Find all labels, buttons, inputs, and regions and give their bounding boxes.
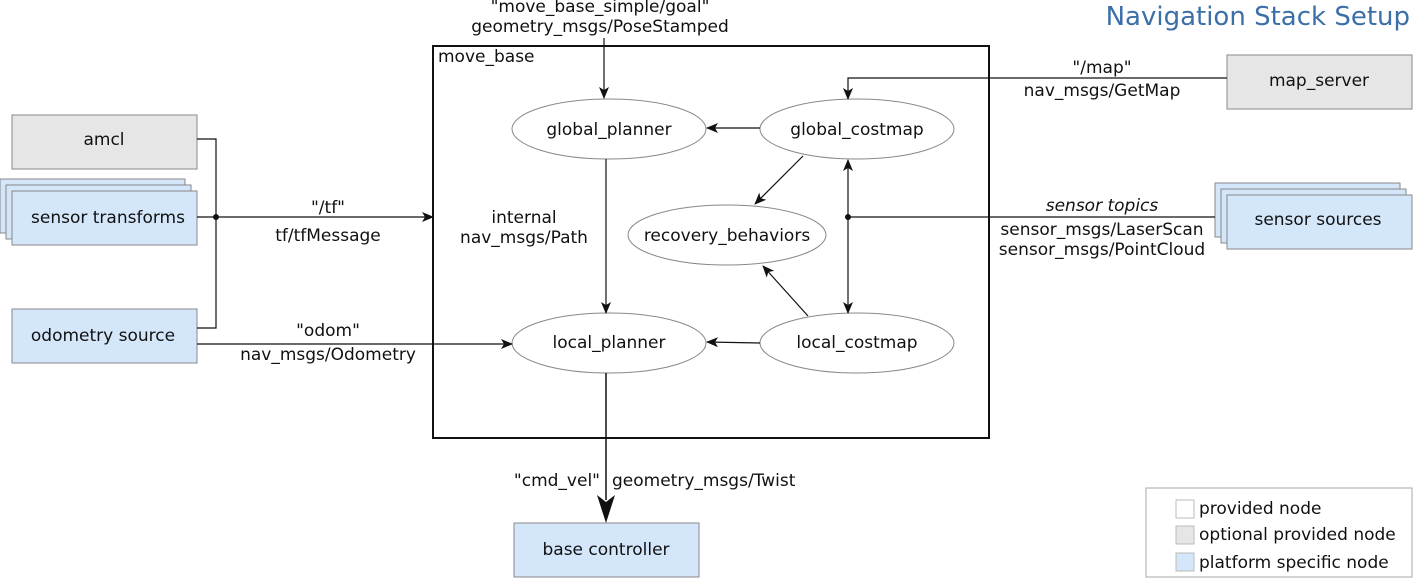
laserscan-label: sensor_msgs/LaserScan [1000,220,1203,240]
base-controller-node [513,522,700,578]
internal-label: internal [491,208,556,228]
sensor-topics-label: sensor topics [1046,196,1159,216]
local-costmap-to-planner-edge [706,337,761,348]
local-costmap-label: local_costmap [796,333,917,353]
sensor-transforms-node: sensor transforms [0,178,198,246]
amcl-node [11,114,198,170]
recovery-behaviors-label: recovery_behaviors [644,226,811,246]
path-type-label: nav_msgs/Path [460,228,588,248]
base-controller-label: base controller [542,540,669,560]
twist-label: geometry_msgs/Twist [612,471,796,491]
tf-topic-label: "/tf" [311,198,345,218]
map-server-label: map_server [1269,71,1369,91]
amcl-label: amcl [83,130,124,150]
odom-topic-label: "odom" [296,321,360,341]
cmd-vel-arrowhead [597,495,615,523]
legend-provided-swatch [1175,499,1195,519]
move-base-container [432,45,990,439]
map-topic-label: "/map" [1072,58,1131,78]
local-planner-label: local_planner [552,333,665,353]
global-costmap-label: global_costmap [790,120,923,140]
goal-type-label: geometry_msgs/PoseStamped [471,17,729,37]
legend-provided-label: provided node [1199,499,1321,519]
odom-type-label: nav_msgs/Odometry [240,345,416,365]
diagram-title: Navigation Stack Setup [1106,2,1410,32]
recovery-behaviors-node [627,204,827,266]
global-costmap-node [759,98,955,160]
legend-platform-label: platform specific node [1199,553,1389,573]
global-costmap-to-recovery-edge [754,155,804,205]
goal-topic-label: "move_base_simple/goal" [491,0,710,17]
local-costmap-to-recovery-edge [762,265,809,317]
cmd-vel-label: "cmd_vel" [514,471,600,491]
map-server-node [1226,54,1413,110]
left-bus [197,138,217,329]
global-planner-label: global_planner [546,120,671,140]
sensor-sources-node: sensor sources [1214,182,1413,250]
pointcloud-label: sensor_msgs/PointCloud [999,240,1205,260]
legend-platform-swatch [1175,552,1195,572]
map-type-label: nav_msgs/GetMap [1024,81,1181,101]
odometry-source-label: odometry source [31,326,175,346]
move-base-label: move_base [438,47,535,67]
tf-type-label: tf/tfMessage [275,226,381,246]
odometry-source-node [11,308,198,364]
map-edge [843,77,1227,100]
sensor-transforms-label: sensor transforms [31,208,185,228]
legend-optional-swatch [1175,525,1195,545]
legend-optional-label: optional provided node [1199,525,1396,545]
sensor-sources-label: sensor sources [1254,210,1381,230]
